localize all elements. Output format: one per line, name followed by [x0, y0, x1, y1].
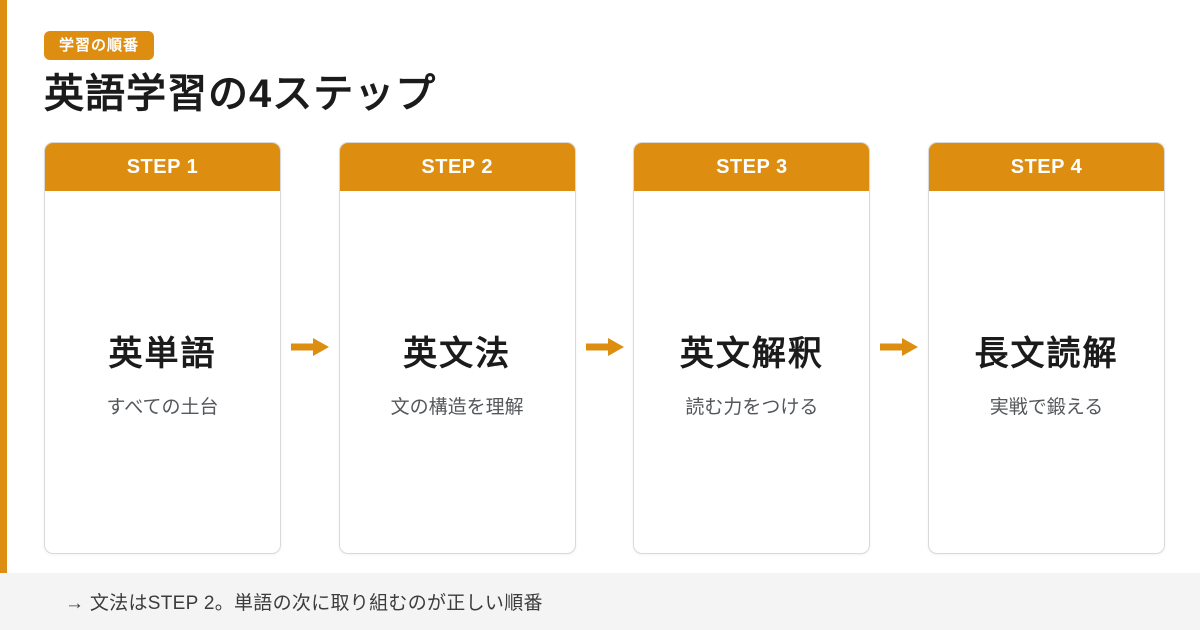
step-1-body: 英単語 すべての土台 [45, 191, 280, 553]
step-4-body: 長文読解 実戦で鍛える [929, 191, 1164, 553]
step-2-title: 英文法 [403, 334, 512, 373]
step-card-2: STEP 2 英文法 文の構造を理解 [338, 142, 576, 554]
footer-bar: → 文法はSTEP 2。単語の次に取り組むのが正しい順番 [0, 573, 1200, 630]
step-3-header: STEP 3 [634, 143, 870, 191]
arrow-right-icon [290, 338, 329, 356]
step-4-subtitle: 実戦で鍛える [989, 396, 1104, 418]
step-3-title: 英文解釈 [679, 334, 824, 373]
step-1-title: 英単語 [108, 334, 217, 373]
step-3-subtitle: 読む力をつける [685, 396, 819, 418]
arrow-cell [281, 142, 339, 356]
step-3-body: 英文解釈 読む力をつける [634, 191, 869, 553]
arrow-cell [576, 142, 634, 356]
step-card-1: STEP 1 英単語 すべての土台 [44, 142, 281, 554]
arrow-right-icon [880, 338, 919, 356]
arrow-cell [870, 142, 928, 356]
step-1-subtitle: すべての土台 [106, 396, 219, 418]
step-card-3: STEP 3 英文解釈 読む力をつける [633, 142, 871, 554]
step-4-header: STEP 4 [929, 143, 1165, 191]
step-2-header: STEP 2 [339, 143, 575, 191]
content-area: 学習の順番 英語学習の4ステップ STEP 1 英単語 すべての土台 STEP … [44, 31, 1166, 554]
page-title: 英語学習の4ステップ [44, 72, 437, 116]
left-accent-bar [0, 0, 7, 573]
category-badge: 学習の順番 [44, 31, 155, 60]
step-1-header: STEP 1 [45, 143, 280, 191]
footer-note: → 文法はSTEP 2。単語の次に取り組むのが正しい順番 [65, 593, 543, 614]
step-4-title: 長文読解 [974, 334, 1119, 373]
arrow-right-icon [585, 338, 624, 356]
steps-row: STEP 1 英単語 すべての土台 STEP 2 英文法 文の構造を理解 [44, 142, 1166, 554]
step-2-subtitle: 文の構造を理解 [390, 396, 524, 418]
step-2-body: 英文法 文の構造を理解 [340, 191, 575, 553]
step-card-4: STEP 4 長文読解 実戦で鍛える [928, 142, 1166, 554]
